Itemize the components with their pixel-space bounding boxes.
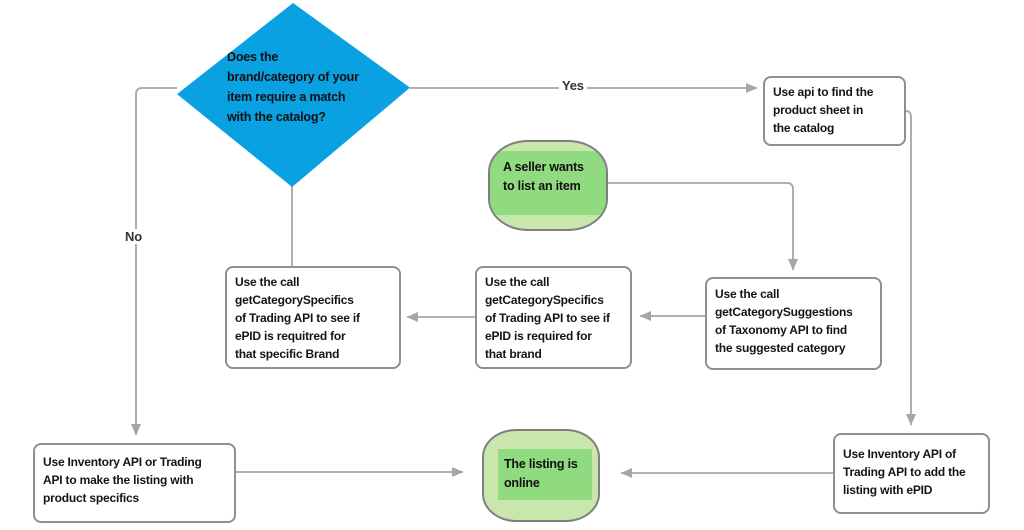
edge-findsheet-to-addlisting-line — [905, 110, 916, 426]
end-node-highlight — [498, 449, 592, 500]
edge-label-yes: Yes — [559, 78, 587, 93]
start-node-band — [490, 151, 606, 215]
edge-seller-to-suggestions-line — [608, 182, 798, 271]
edge-label-no: No — [122, 229, 145, 244]
process-make-listing-product-specifics: Use Inventory API or Trading API to make… — [33, 443, 236, 523]
process-get-category-suggestions: Use the call getCategorySuggestions of T… — [705, 277, 882, 370]
edge-decision-no-line — [131, 87, 177, 436]
process-get-category-specifics-brand: Use the call getCategorySpecifics of Tra… — [475, 266, 632, 369]
decision-catalog-match: Does the brand/category of your item req… — [177, 3, 410, 187]
process-add-listing-with-epid: Use Inventory API of Trading API to add … — [833, 433, 990, 514]
decision-catalog-match-label: Does the brand/category of your item req… — [227, 50, 359, 124]
process-find-product-sheet: Use api to find the product sheet in the… — [763, 76, 906, 146]
process-get-category-specifics-specific-brand: Use the call getCategorySpecifics of Tra… — [225, 266, 401, 369]
end-node-label: The listing is online — [504, 457, 578, 490]
start-seller-wants-to-list: A seller wants to list an item — [488, 140, 608, 231]
end-listing-online: The listing is online — [482, 429, 600, 522]
start-node-label: A seller wants to list an item — [503, 160, 584, 193]
